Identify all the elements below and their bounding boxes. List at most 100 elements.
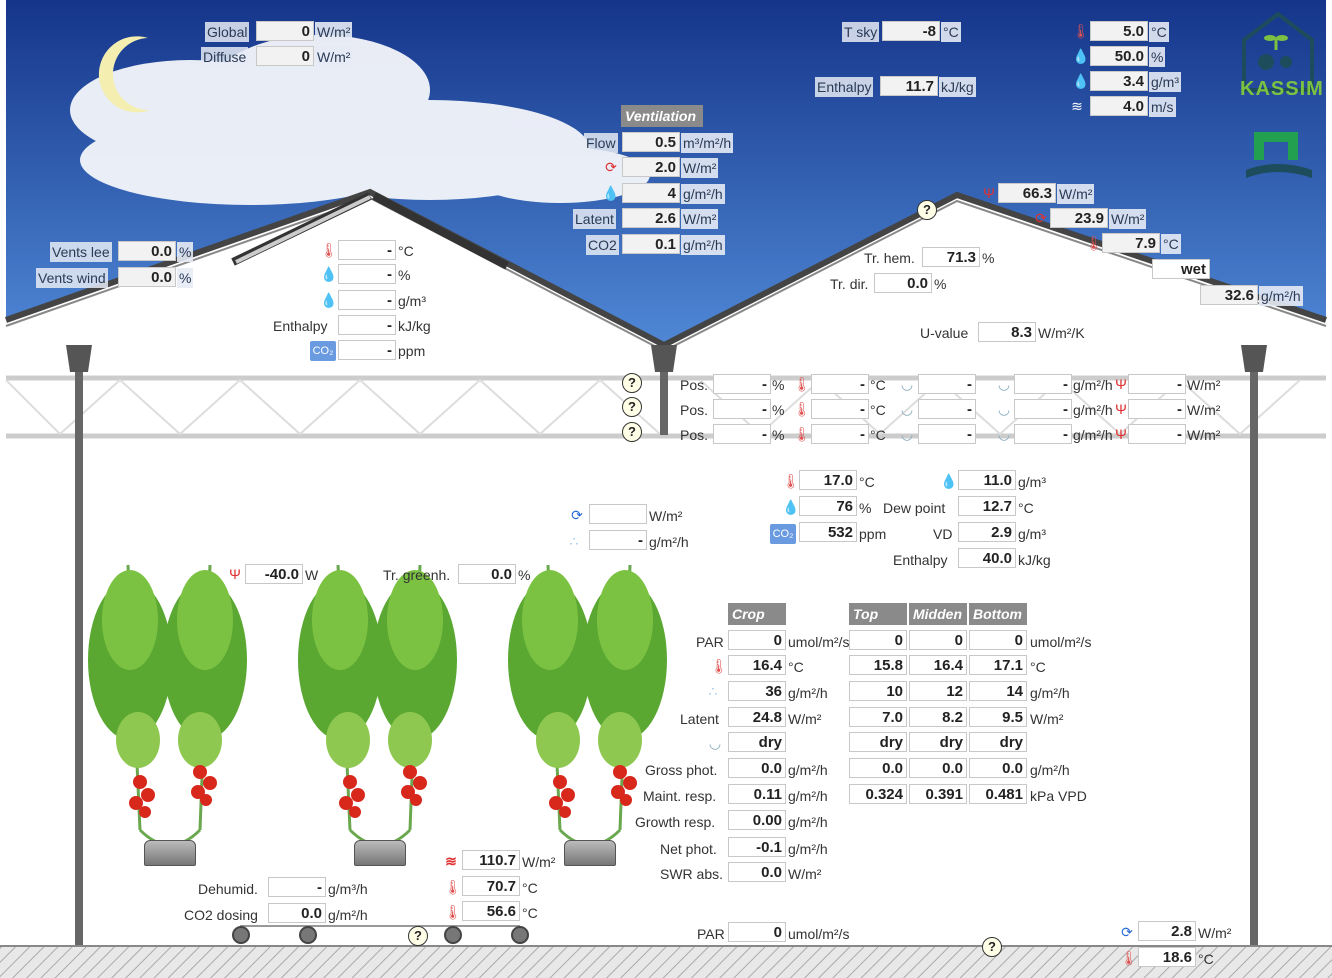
dew-point-unit: °C (1018, 500, 1034, 516)
attic-abs-hum-value: - (338, 290, 396, 310)
screen-cond-value: - (1014, 424, 1072, 444)
layer-transp-unit: g/m²/h (1030, 685, 1070, 701)
t-sky-value: -8 (882, 21, 940, 41)
dehumid-label: Dehumid. (198, 881, 258, 897)
vents-wind-label: Vents wind (36, 268, 108, 288)
fog-icon: ∴ (708, 683, 718, 699)
floor-heat-unit: W/m² (1198, 925, 1232, 941)
global-label: Global (205, 22, 250, 42)
floor-par-label: PAR (697, 926, 725, 942)
roof-condensation-unit: g/m²/h (1259, 286, 1303, 306)
inside-rh-value: 76 (799, 496, 857, 516)
help-button[interactable]: ? (917, 200, 937, 220)
bot-wetness-value: dry (969, 732, 1027, 752)
screen-rad-value: - (1128, 374, 1186, 394)
plant-pot (354, 840, 406, 866)
dehumid-value: - (268, 877, 326, 897)
vent-latent-value: 2.6 (622, 208, 680, 228)
roof-temp-value: 7.9 (1102, 233, 1160, 253)
top-transp-value: 10 (849, 681, 907, 701)
growth-resp-label: Growth resp. (635, 814, 716, 830)
inside-abs-hum-value: 11.0 (958, 470, 1016, 490)
bot-vpd-value: 0.481 (969, 784, 1027, 804)
floor-par-value: 0 (728, 922, 786, 942)
fog-icon: ∴ (569, 533, 579, 549)
heating-supply-value: 70.7 (462, 876, 520, 896)
tr-dir-value: 0.0 (874, 273, 932, 293)
crop-latent-value: 24.8 (728, 707, 786, 727)
pipe-rail-wheel (232, 926, 250, 944)
bottom-header: Bottom (969, 603, 1027, 625)
outside-enthalpy-unit: kJ/kg (939, 77, 976, 97)
inside-co2-unit: ppm (859, 526, 887, 542)
flow-unit: m³/m²/h (681, 133, 734, 153)
floor-temp-unit: °C (1198, 951, 1214, 967)
vent-heat-value: 2.0 (622, 157, 680, 177)
vent-co2-value: 0.1 (622, 234, 680, 254)
net-phot-label: Net phot. (660, 841, 717, 857)
screen-pos-unit: % (772, 427, 785, 443)
crop-gross-phot-value: 0.0 (728, 758, 786, 778)
crop-net-phot-value: -0.1 (728, 837, 786, 857)
vents-lee-unit: % (177, 242, 194, 262)
help-button[interactable]: ? (982, 937, 1002, 957)
attic-co2-value: - (338, 340, 396, 360)
vent-co2-label: CO2 (586, 235, 619, 255)
u-value-value: 8.3 (978, 322, 1036, 342)
u-value-label: U-value (920, 325, 969, 341)
vents-lee-label: Vents lee (50, 242, 112, 262)
inside-temp-unit: °C (859, 474, 875, 490)
screen-cond-value: - (1014, 374, 1072, 394)
bot-gross-phot-value: 0.0 (969, 758, 1027, 778)
co2-dosing-label: CO2 dosing (184, 907, 258, 923)
outside-rh-unit: % (1149, 47, 1166, 67)
layer-gross-phot-unit: g/m²/h (1030, 762, 1070, 778)
help-button[interactable]: ? (622, 397, 642, 417)
top-wetness-value: dry (849, 732, 907, 752)
droplet-icon: 💧 (320, 266, 338, 282)
radiation-icon: Ψ (229, 566, 241, 582)
help-button[interactable]: ? (408, 926, 428, 946)
inside-co2-value: 532 (799, 522, 857, 542)
inside-rh-unit: % (859, 500, 872, 516)
attic-enthalpy-label: Enthalpy (273, 318, 328, 334)
roof-condensation-value: 32.6 (1200, 285, 1258, 305)
layer-latent-unit: W/m² (1030, 711, 1064, 727)
attic-enthalpy-unit: kJ/kg (398, 318, 431, 334)
thermometer-icon: 🌡 (1072, 23, 1090, 39)
thermometer-icon: 🌡 (793, 376, 811, 392)
screen-temp-unit: °C (870, 402, 886, 418)
help-button[interactable]: ? (622, 373, 642, 393)
vents-wind-unit: % (177, 268, 194, 288)
attic-rh-value: - (338, 264, 396, 284)
swr-abs-label: SWR abs. (660, 866, 724, 882)
screen-cond-value: - (1014, 399, 1072, 419)
circulation-icon: ⟳ (571, 507, 583, 523)
crop-net-phot-unit: g/m²/h (788, 841, 828, 857)
post-right (1250, 345, 1258, 950)
heating-power-unit: W/m² (522, 854, 556, 870)
top-vpd-value: 0.324 (849, 784, 907, 804)
screen-state-value: - (918, 374, 976, 394)
mid-wetness-value: dry (909, 732, 967, 752)
maint-resp-label: Maint. resp. (643, 788, 717, 804)
wind-icon: ≋ (1071, 98, 1083, 114)
diffuse-unit: W/m² (315, 47, 353, 67)
co2-icon: CO₂ (310, 341, 336, 361)
top-header: Top (849, 603, 907, 625)
dew-point-value: 12.7 (958, 496, 1016, 516)
vent-latent-unit: W/m² (681, 209, 719, 229)
vd-unit: g/m³ (1018, 526, 1046, 542)
tr-greenh-label: Tr. greenh. (383, 567, 451, 583)
screen-state-value: - (918, 424, 976, 444)
logo-text: KASSIM (1240, 78, 1324, 100)
radiation-icon: Ψ (1115, 401, 1127, 417)
kassim-logo (1242, 11, 1314, 92)
vent-heat-unit: W/m² (681, 158, 719, 178)
co2-dosing-value: 0.0 (268, 903, 326, 923)
roof-radiation-unit: W/m² (1057, 184, 1095, 204)
pipe-rail-wheel (511, 926, 529, 944)
radiation-icon: Ψ (1115, 376, 1127, 392)
help-button[interactable]: ? (622, 422, 642, 442)
wind-value: 4.0 (1090, 96, 1148, 116)
